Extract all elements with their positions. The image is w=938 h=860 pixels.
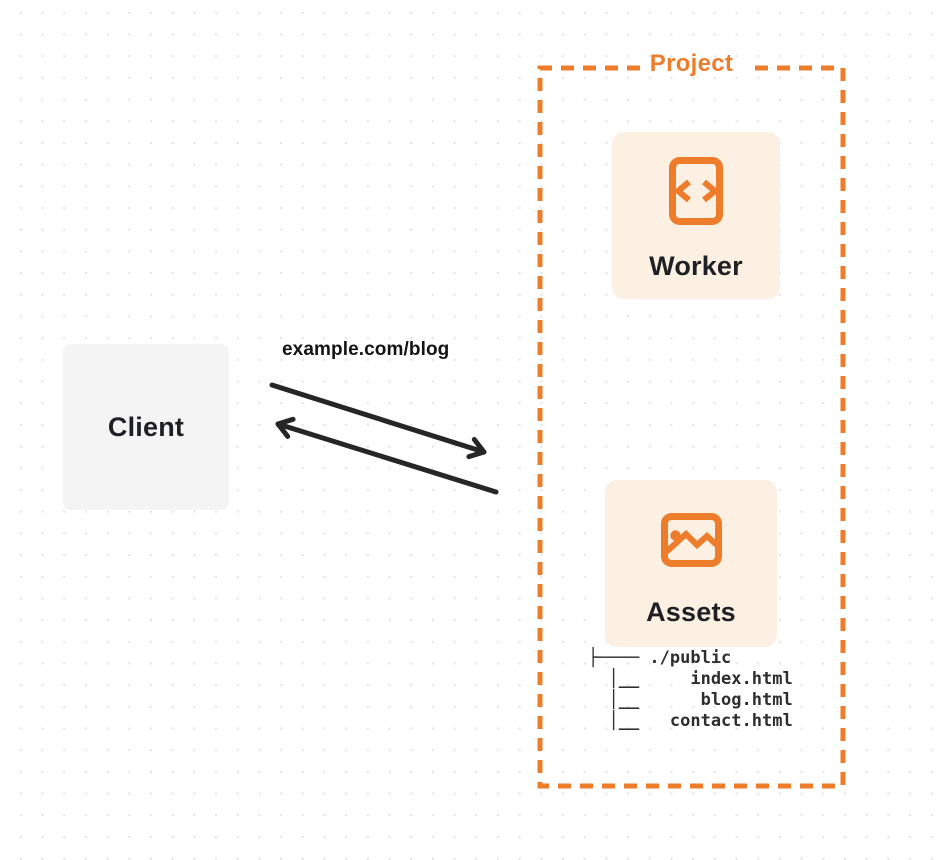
file-tree-root: ├──── ./public bbox=[588, 648, 732, 668]
client-node: Client bbox=[63, 344, 229, 510]
file-tree: ├──── ./public │__ index.html │__ blog.h… bbox=[588, 648, 793, 732]
image-icon bbox=[660, 513, 722, 567]
worker-label: Worker bbox=[649, 251, 743, 281]
file-tree-item-contact: │__ contact.html bbox=[588, 711, 793, 731]
client-label: Client bbox=[107, 411, 185, 442]
file-tree-item-index: │__ index.html bbox=[588, 669, 793, 689]
code-file-icon bbox=[669, 157, 723, 225]
request-url-label: example.com/blog bbox=[282, 339, 450, 360]
assets-node: Assets bbox=[605, 480, 777, 647]
worker-node: Worker bbox=[612, 132, 780, 299]
project-label: Project bbox=[649, 50, 734, 77]
response-arrow bbox=[275, 416, 499, 495]
request-arrow bbox=[269, 382, 487, 460]
file-tree-item-blog: │__ blog.html bbox=[588, 690, 793, 710]
assets-label: Assets bbox=[646, 597, 736, 627]
